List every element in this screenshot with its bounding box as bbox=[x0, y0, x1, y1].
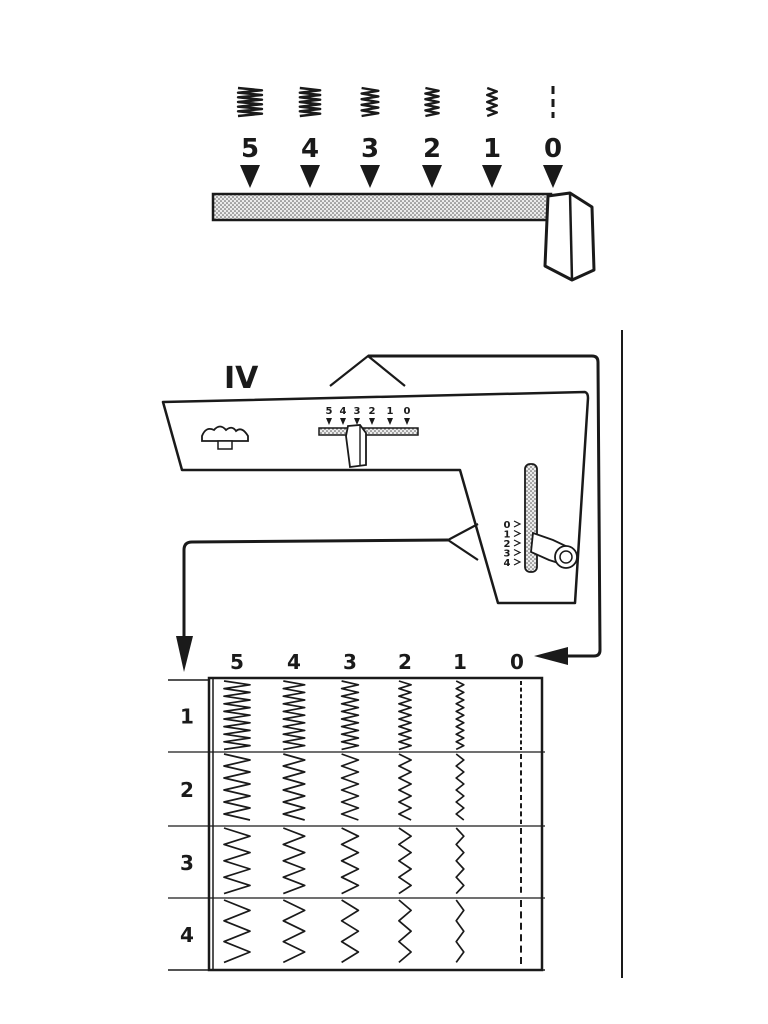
presser-foot-icon bbox=[201, 425, 249, 450]
stitch-length-slot bbox=[524, 463, 538, 573]
panel-roman-numeral: IV bbox=[224, 361, 259, 396]
chart-column-headers: 5 4 3 2 1 0 bbox=[230, 650, 524, 674]
panel-width-tick-2 bbox=[369, 418, 375, 425]
width-arrow-4 bbox=[300, 165, 320, 188]
width-arrow-3 bbox=[360, 165, 380, 188]
width-arrow-1 bbox=[482, 165, 502, 188]
panel-width-tick-3 bbox=[354, 418, 360, 425]
zigzag-sample-w5-l3 bbox=[223, 827, 251, 895]
zigzag-sample-w3-l4 bbox=[340, 899, 360, 964]
chart-col-header-2: 2 bbox=[398, 650, 412, 674]
panel-outline bbox=[161, 390, 590, 605]
zigzag-sample-w4-l4 bbox=[282, 899, 306, 964]
chart-row-header-2: 2 bbox=[180, 778, 194, 802]
zigzag-sample-w4-l1 bbox=[282, 680, 306, 751]
panel-width-label-5: 5 bbox=[326, 406, 333, 417]
width-label-2: 2 bbox=[423, 134, 441, 164]
stitch-width-arrow-row bbox=[240, 165, 563, 188]
panel-width-tick-5 bbox=[326, 418, 332, 425]
length-label-2: 2 bbox=[504, 539, 511, 550]
chart-row-headers: 1 2 3 4 bbox=[180, 705, 194, 948]
zigzag-sample-w1-l3 bbox=[455, 827, 465, 895]
zigzag-sample-w2-l1 bbox=[398, 680, 412, 751]
arrow-to-chart-columns bbox=[368, 354, 602, 658]
stitch-chart: 5 4 3 2 1 0 1 2 3 4 bbox=[168, 650, 545, 972]
zigzag-width-2 bbox=[424, 86, 440, 118]
arrow-to-chart-rows bbox=[182, 538, 449, 638]
length-label-4: 4 bbox=[504, 558, 511, 569]
panel-width-lever[interactable] bbox=[345, 424, 367, 469]
panel-width-tick-4 bbox=[340, 418, 346, 425]
chart-grid bbox=[168, 676, 545, 972]
chart-col-header-1: 1 bbox=[453, 650, 467, 674]
zigzag-sample-w5-l4 bbox=[223, 899, 251, 964]
zigzag-sample-w4-l3 bbox=[282, 827, 306, 895]
stitch-width-slot bbox=[211, 192, 553, 222]
zigzag-sample-w3-l2 bbox=[340, 753, 360, 821]
length-label-1: 1 bbox=[504, 530, 511, 541]
zigzag-sample-w3-l3 bbox=[340, 827, 360, 895]
zigzag-sample-w3-l1 bbox=[340, 680, 360, 751]
chart-row-header-1: 1 bbox=[180, 705, 194, 729]
chart-border bbox=[207, 676, 544, 972]
zigzag-width-1 bbox=[486, 86, 498, 118]
zigzag-width-4 bbox=[298, 86, 322, 118]
width-label-5: 5 bbox=[241, 134, 259, 164]
zigzag-sample-w2-l3 bbox=[398, 827, 412, 895]
zigzag-sample-w1-l2 bbox=[455, 753, 465, 821]
zigzag-width-5 bbox=[236, 86, 264, 118]
zigzag-sample-w5-l1 bbox=[223, 680, 251, 751]
width-label-1: 1 bbox=[483, 134, 501, 164]
panel-width-label-4: 4 bbox=[340, 406, 347, 417]
panel-width-label-1: 1 bbox=[387, 406, 394, 417]
width-label-0: 0 bbox=[544, 134, 562, 164]
length-tick-2 bbox=[513, 539, 522, 547]
panel-width-slot bbox=[318, 427, 419, 436]
chart-row-header-4: 4 bbox=[180, 923, 194, 947]
arrow-head-down bbox=[176, 636, 193, 672]
top-chevron bbox=[329, 354, 406, 387]
width-label-4: 4 bbox=[301, 134, 319, 164]
length-tick-4 bbox=[513, 558, 522, 566]
zigzag-sample-w2-l4 bbox=[398, 899, 412, 964]
zigzag-sample-w4-l2 bbox=[282, 753, 306, 821]
panel-width-label-3: 3 bbox=[354, 406, 361, 417]
chart-col-header-4: 4 bbox=[287, 650, 301, 674]
chart-stitch-samples bbox=[223, 680, 522, 968]
width-arrow-0 bbox=[543, 165, 563, 188]
length-tick-0 bbox=[513, 520, 522, 528]
panel-width-tick-1 bbox=[387, 418, 393, 425]
chart-row-header-3: 3 bbox=[180, 851, 194, 875]
zigzag-width-3 bbox=[360, 86, 380, 118]
length-tick-1 bbox=[513, 529, 522, 538]
panel-width-tick-0 bbox=[404, 418, 410, 425]
stitch-length-knob[interactable] bbox=[530, 531, 578, 569]
stitch-width-label-row: 5 4 3 2 1 0 bbox=[241, 134, 562, 164]
zigzag-sample-w1-l1 bbox=[455, 680, 465, 751]
panel-width-label-0: 0 bbox=[404, 406, 411, 417]
stitch-width-lever-diagram: 5 4 3 2 1 0 bbox=[211, 86, 596, 282]
lower-chevron bbox=[445, 523, 479, 561]
length-label-3: 3 bbox=[504, 549, 511, 560]
width-label-3: 3 bbox=[361, 134, 379, 164]
zigzag-sample-w5-l2 bbox=[223, 753, 251, 821]
chart-col-header-5: 5 bbox=[230, 650, 244, 674]
zigzag-sample-w1-l4 bbox=[455, 899, 465, 963]
width-arrow-2 bbox=[422, 165, 442, 188]
chart-col-header-0: 0 bbox=[510, 650, 524, 674]
stitch-width-pattern-row bbox=[236, 86, 555, 118]
width-arrow-5 bbox=[240, 165, 260, 188]
length-label-0: 0 bbox=[504, 520, 511, 531]
stitch-width-lever-knob[interactable] bbox=[543, 191, 596, 282]
chart-col-header-3: 3 bbox=[343, 650, 357, 674]
panel-width-label-2: 2 bbox=[369, 406, 376, 417]
arrow-head-left bbox=[534, 647, 568, 665]
zigzag-sample-w2-l2 bbox=[398, 753, 412, 821]
length-tick-3 bbox=[513, 548, 522, 557]
